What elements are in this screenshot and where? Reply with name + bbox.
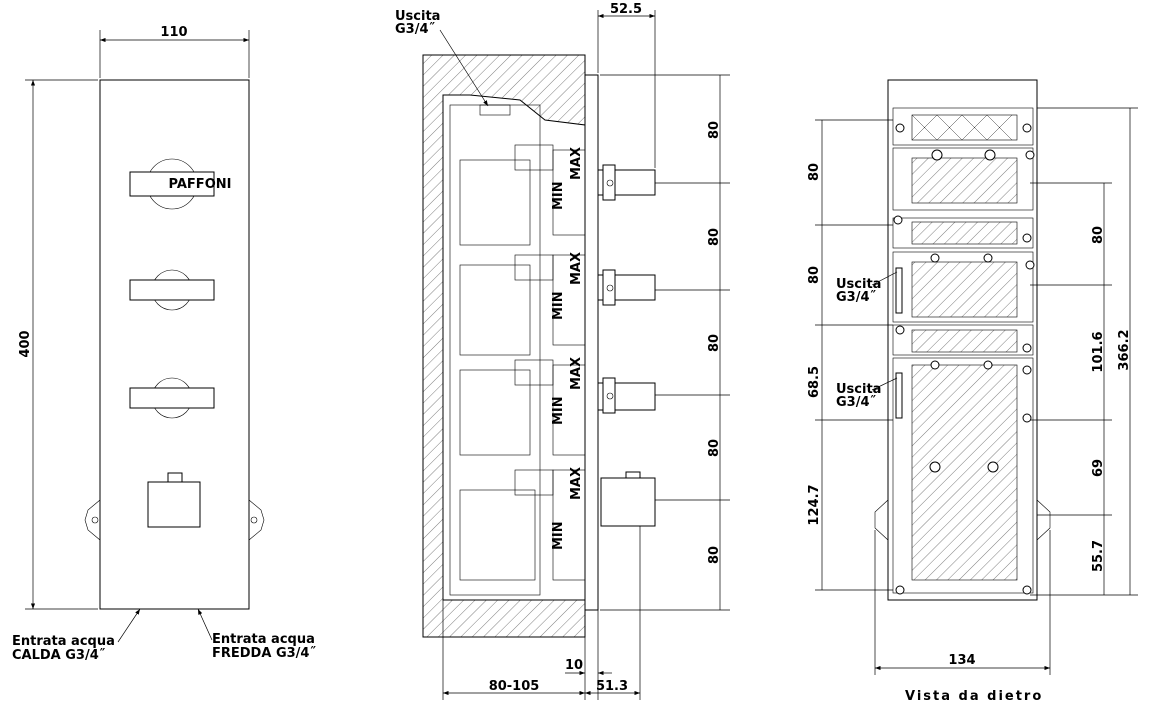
back-outlet-label-1b: G3/4˝ [836,290,877,305]
hot-inlet-label-1: Entrata acqua [12,634,115,649]
max-label: MAX [569,357,584,390]
back-right-dim-2: 101.6 [1091,331,1106,372]
right-dim-4: 80 [707,439,722,457]
handle-brand-logo: PAFFONI [169,177,232,192]
depth-dim: 80-105 [489,679,540,694]
right-dim-5: 80 [707,546,722,564]
hot-inlet-label-2: CALDA G3/4˝ [12,648,106,663]
outlet-label-2: G3/4˝ [395,22,436,37]
cold-inlet-label-2: FREDDA G3/4˝ [212,646,316,661]
cavity [442,94,586,601]
back-width-dim: 134 [948,653,975,668]
back-left-dim-2: 80 [807,266,822,284]
back-left-dim-1: 80 [807,163,822,181]
max-label: MAX [569,147,584,180]
mount-lug-right [248,499,265,541]
back-left-dim-3: 68.5 [807,366,822,398]
front-plate [99,79,250,610]
max-label: MAX [569,467,584,500]
back-view-title: Vista da dietro [905,689,1043,704]
right-dim-2: 80 [707,228,722,246]
back-outlet-label-2b: G3/4˝ [836,395,877,410]
wall-gap-dim: 10 [565,658,583,673]
right-dim-1: 80 [707,121,722,139]
right-dim-3: 80 [707,334,722,352]
back-left-dim-4: 124.7 [807,484,822,525]
back-right-dim-3: 69 [1091,459,1106,477]
back-outlet-label-1a: Uscita [836,277,881,292]
side-handles [597,164,656,527]
cold-inlet-label-1: Entrata acqua [212,632,315,647]
back-right-dim-1: 80 [1091,226,1106,244]
protrusion-dim: 51.3 [596,679,628,694]
front-height-dim: 400 [18,330,33,357]
handle-2[interactable] [129,269,215,311]
min-label: MIN [551,181,566,210]
min-label: MIN [551,396,566,425]
min-label: MIN [551,291,566,320]
top-dim: 52.5 [610,2,642,17]
front-view: 110 400 PAFFONI Entrata acqua C [12,25,316,663]
diverter-knob[interactable] [147,472,201,528]
cover-plate [584,74,599,611]
back-total-dim: 366.2 [1117,329,1132,370]
back-view: Uscita G3/4˝ Uscita G3/4˝ 80 80 68.5 124… [807,79,1138,704]
back-lugs [874,499,1051,541]
back-outlet-label-2a: Uscita [836,382,881,397]
handle-3[interactable] [129,377,215,419]
side-view: MAX MIN MAX MIN MAX MIN MAX MIN Uscita G… [395,2,730,700]
mount-lug-left [84,499,101,541]
max-label: MAX [569,252,584,285]
min-label: MIN [551,521,566,550]
outlet-label-1: Uscita [395,9,440,24]
handle-1[interactable]: PAFFONI [129,158,232,210]
front-width-dim: 110 [160,25,187,40]
back-body [887,79,1038,601]
back-right-dim-4: 55.7 [1091,540,1106,572]
